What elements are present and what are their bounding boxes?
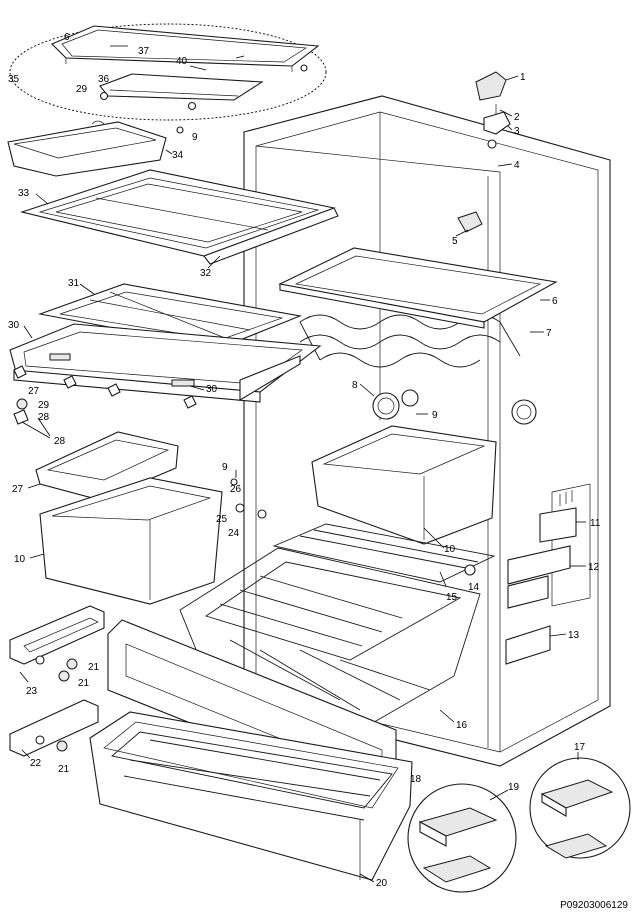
callout-10: 10	[444, 544, 456, 555]
callout-39: 37	[138, 46, 150, 57]
callout-13: 13	[568, 630, 580, 641]
callout-9: 9	[222, 462, 228, 473]
crisper-cover-27	[27, 431, 179, 501]
callout-6: 6	[64, 32, 70, 43]
wire-basket-16	[179, 547, 481, 737]
detail-view-19	[407, 783, 517, 893]
clips-28-30	[13, 365, 197, 439]
callout-20: 20	[376, 878, 388, 889]
drawer-10-right	[311, 425, 497, 549]
fan-8	[359, 383, 419, 420]
callout-2: 2	[514, 112, 520, 123]
callout-32: 30	[8, 320, 20, 331]
callout-37: 35	[8, 74, 20, 85]
callout-23: 23	[26, 686, 38, 697]
callout-27: 27	[12, 484, 24, 495]
callout-30: 28	[54, 436, 66, 447]
callout-9: 9	[432, 410, 438, 421]
callout-21: 21	[78, 678, 90, 689]
callout-19: 19	[508, 782, 520, 793]
callout-24: 24	[228, 528, 240, 539]
glass-shelf-6	[278, 211, 558, 329]
callout-16: 16	[456, 720, 468, 731]
slide-rails-22-23	[9, 605, 105, 759]
side-rails-11-13	[505, 507, 586, 665]
callout-31: 30	[206, 384, 218, 395]
callout-9: 9	[192, 132, 198, 143]
leader-lines	[23, 45, 550, 415]
callout-6: 6	[552, 296, 558, 307]
callout-35: 33	[18, 188, 30, 199]
bottom-drawer-20	[89, 711, 413, 883]
callout-7: 7	[546, 328, 552, 339]
wire-rack-7	[299, 314, 521, 368]
callout-40: 40	[176, 56, 188, 67]
callout-25: 25	[216, 514, 228, 525]
callout-14: 14	[468, 582, 480, 593]
callout-4: 4	[514, 160, 520, 171]
callout-38: 36	[98, 74, 110, 85]
callout-17: 17	[574, 742, 586, 753]
callout-33: 31	[68, 278, 80, 289]
glass-shelf-35	[19, 169, 339, 265]
callout-3: 3	[514, 126, 520, 137]
callout-21: 21	[58, 764, 70, 775]
callout-36: 34	[172, 150, 184, 161]
callout-26: 26	[230, 484, 242, 495]
callout-12: 12	[588, 562, 600, 573]
callout-29: 29	[76, 84, 88, 95]
callout-22: 22	[30, 758, 42, 769]
small-parts-24-26	[230, 470, 267, 519]
callout-labels: 6 37 40 35 36 29 9 34 33 32 31 30 30 27 …	[8, 32, 601, 889]
container-36	[7, 120, 184, 177]
document-code: P09203006129	[560, 900, 628, 911]
callout-21: 21	[88, 662, 100, 673]
callout-34: 32	[200, 268, 212, 279]
shelf-32-33	[9, 283, 322, 403]
callout-10: 10	[14, 554, 26, 565]
callout-29: 29	[38, 400, 50, 411]
callout-30: 27	[28, 386, 40, 397]
wire-rack-14-15	[272, 523, 496, 587]
callout-5: 5	[452, 236, 458, 247]
shelf-assembly-37	[9, 23, 327, 121]
callout-28: 28	[38, 412, 50, 423]
callout-18: 18	[410, 774, 422, 785]
callout-8: 8	[352, 380, 358, 391]
drawer-10-left	[29, 477, 223, 605]
callout-15: 15	[446, 592, 458, 603]
callout-11: 11	[590, 518, 601, 529]
top-hinge-parts	[475, 71, 519, 167]
detail-view-17	[529, 752, 631, 859]
callout-1: 1	[520, 72, 526, 83]
